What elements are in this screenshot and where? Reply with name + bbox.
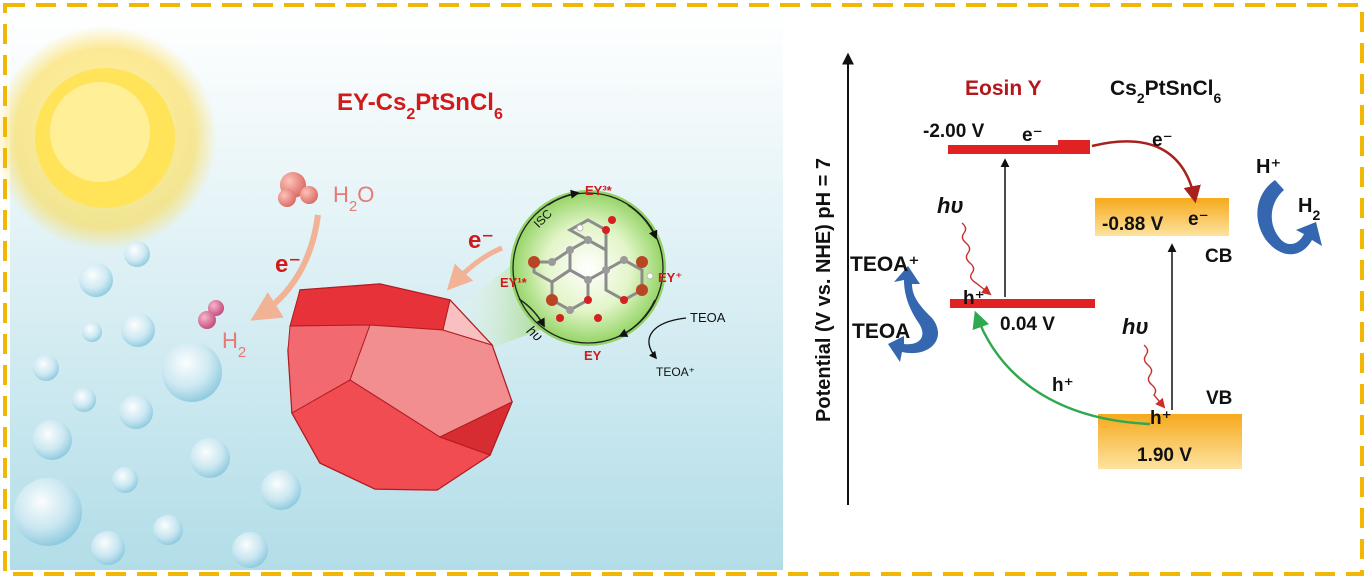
bubbles: [14, 241, 301, 568]
h2-product-label: H2: [1298, 195, 1320, 223]
eosin-homo-level: [950, 299, 1095, 308]
cb-value: -0.88 V: [1102, 214, 1164, 235]
bubble-icon: [91, 531, 125, 565]
cb-label: CB: [1205, 246, 1232, 267]
conduction-band: [1095, 198, 1229, 236]
h2-label: H2: [222, 328, 246, 361]
teoa-plus-label-cycle: TEOA⁺: [656, 365, 695, 379]
electron-label-right: e⁻: [468, 227, 494, 254]
cycle-to-crystal-arrow: [446, 245, 503, 291]
ey-plus-label: EY⁺: [658, 270, 682, 285]
hv-label-eosin: hυ: [937, 193, 963, 218]
bubble-icon: [82, 322, 102, 342]
bubble-icon: [190, 438, 230, 478]
bubble-icon: [79, 263, 113, 297]
bubble-icon: [232, 532, 268, 568]
cs-title: Cs2PtSnCl6: [1110, 77, 1222, 106]
ey3-label: EY³*: [585, 183, 613, 198]
bubble-icon: [32, 420, 72, 460]
bubble-icon: [124, 241, 150, 267]
crystal-icon: [287, 283, 513, 491]
bubble-icon: [162, 342, 222, 402]
catalyst-title: EY-Cs2PtSnCl6: [337, 89, 503, 123]
teoa-oxidation-arrow: [648, 317, 687, 360]
axis-label: Potential (V vs. NHE) pH = 7: [813, 158, 835, 422]
eosin-title: Eosin Y: [965, 77, 1042, 100]
bubble-icon: [153, 515, 183, 545]
electron-label-left: e⁻: [275, 251, 301, 278]
eosin-homo-hole: h⁺: [963, 288, 985, 309]
left-panel: EY-Cs2PtSnCl6 H2O e⁻ H2: [0, 10, 783, 570]
teoa-label: TEOA: [852, 320, 910, 343]
h-plus-label: H⁺: [1256, 156, 1281, 178]
h2o-to-h2-arrow: [250, 214, 321, 321]
hydrogen-evolution-arrow: [1257, 180, 1322, 255]
eosin-molecule-icon: [528, 216, 654, 322]
teoa-label-cycle: TEOA: [690, 310, 726, 325]
ey-label: EY: [584, 348, 602, 363]
dashed-frame: [3, 3, 1364, 576]
hydrogen-molecule-icon: [198, 300, 224, 329]
teoa-plus-label: TEOA⁺: [850, 253, 919, 276]
electron-transfer-arrow: [1091, 140, 1201, 204]
eosin-lumo-level: [948, 145, 1090, 154]
bubble-icon: [33, 355, 59, 381]
bubble-icon: [72, 388, 96, 412]
bubble-icon: [119, 395, 153, 429]
ey1-label: EY¹*: [500, 275, 528, 290]
bubble-icon: [261, 470, 301, 510]
sun-icon: [0, 26, 217, 250]
bubble-icon: [121, 313, 155, 347]
eosin-lumo-value: -2.00 V: [923, 121, 985, 142]
h2o-label: H2O: [333, 182, 374, 215]
hv-label-cs: hυ: [1122, 314, 1148, 339]
transfer-hole-label: h⁺: [1052, 375, 1074, 396]
eosin-lumo-tab: [1058, 140, 1090, 148]
light-wave-cs: [1143, 344, 1166, 409]
hole-transfer-arrow: [972, 310, 1151, 426]
transfer-electron-label: e⁻: [1152, 130, 1173, 151]
vb-label: VB: [1206, 388, 1232, 409]
right-panel: Potential (V vs. NHE) pH = 7 Eosin Y Cs2…: [813, 52, 1322, 505]
bubble-icon: [14, 478, 82, 546]
light-wave-eosin: [961, 222, 992, 296]
cb-electron: e⁻: [1188, 209, 1209, 230]
vb-hole: h⁺: [1150, 408, 1172, 429]
water-molecule-icon: [278, 172, 318, 207]
bubble-icon: [112, 467, 138, 493]
valence-band: [1098, 414, 1242, 469]
eosin-homo-value: 0.04 V: [1000, 314, 1055, 335]
teoa-oxidation-arrow-blue: [888, 266, 939, 362]
eosin-lumo-electron: e⁻: [1022, 125, 1043, 146]
vb-value: 1.90 V: [1137, 445, 1192, 466]
